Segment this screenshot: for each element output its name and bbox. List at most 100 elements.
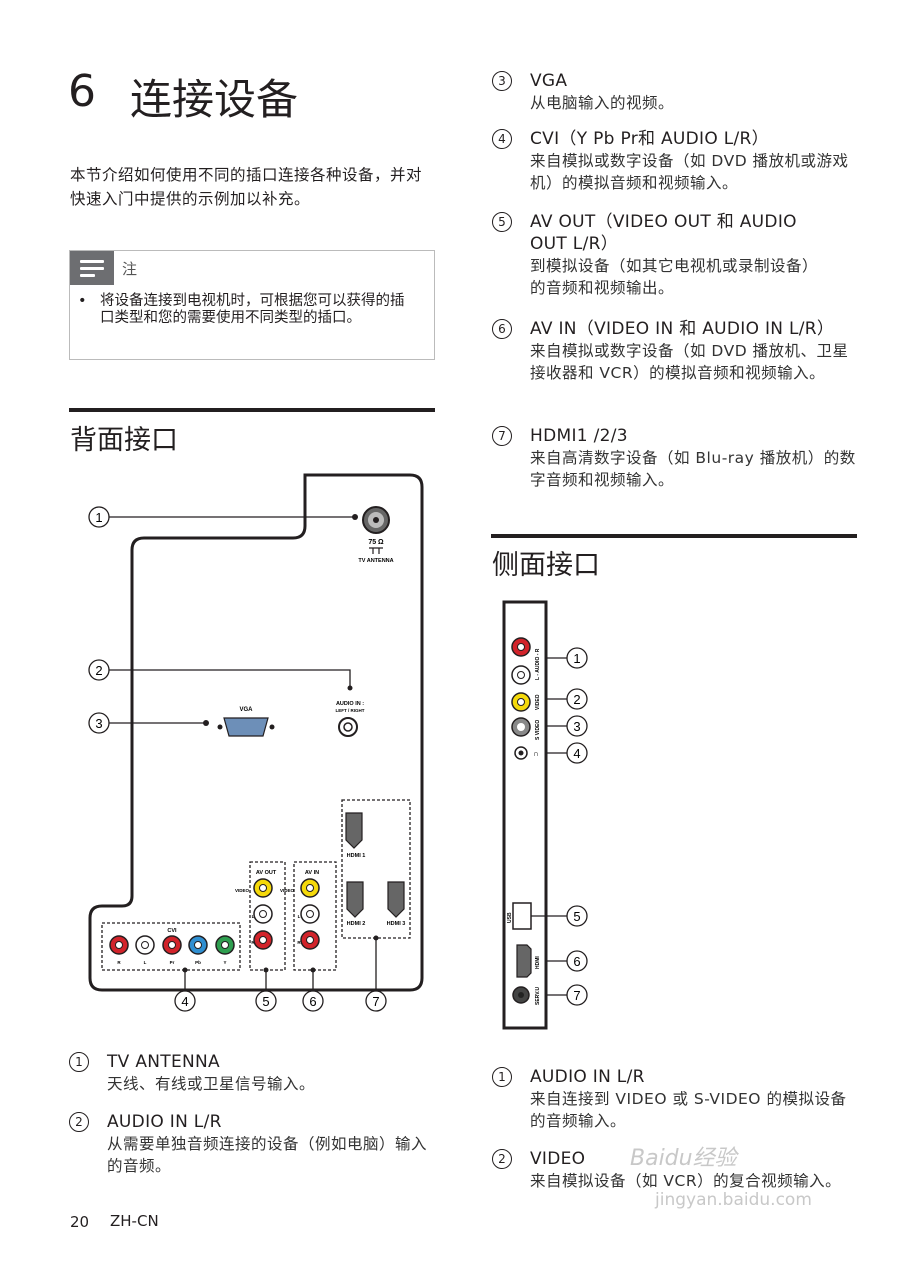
headphone-icon: ∩ <box>533 749 539 758</box>
callout-number: 5 <box>492 212 512 232</box>
svg-text:3: 3 <box>95 716 102 731</box>
side-svideo-label: S VIDEO <box>535 720 541 740</box>
svg-text:4: 4 <box>181 994 188 1009</box>
svg-text:L: L <box>252 914 255 919</box>
side-panel-diagram: L - AUDIO - R VIDEO S VIDEO ∩ USB HDMI S… <box>502 600 588 1030</box>
svg-text:HDMI 2: HDMI 2 <box>347 921 366 927</box>
section-rule <box>69 408 435 412</box>
callout-number: 6 <box>492 319 512 339</box>
side-callout-7 <box>566 984 588 1006</box>
callout-number: 3 <box>492 71 512 91</box>
side-callout-4 <box>566 742 588 764</box>
bullet-icon: • <box>78 293 87 309</box>
callout-number: 2 <box>69 1112 89 1132</box>
rear-item-7: 7 HDMI1 /2/3 来自高清数字设备（如 Blu-ray 播放机）的数字音… <box>492 425 862 491</box>
svg-text:L: L <box>144 960 147 965</box>
rear-item-2: 2 AUDIO IN L/R 从需要单独音频连接的设备（例如电脑）输入的音频。 <box>69 1111 429 1177</box>
hdmi3-port <box>387 881 405 918</box>
item-heading: AUDIO IN L/R <box>107 1112 222 1132</box>
rear-callout-4 <box>174 990 196 1012</box>
cvi-group <box>101 922 241 971</box>
page-number: 20 <box>70 1213 90 1231</box>
svg-text:AV OUT: AV OUT <box>256 870 277 876</box>
svg-text:L: L <box>298 914 301 919</box>
callout-number: 4 <box>492 129 512 149</box>
svg-text:6: 6 <box>573 954 580 969</box>
callout-number: 7 <box>492 426 512 446</box>
side-hdmi-port <box>516 944 532 978</box>
side-callout-2 <box>566 688 588 710</box>
side-callout-3 <box>566 715 588 737</box>
item-description: 来自模拟设备（如 VCR）的复合视频输入。 <box>530 1172 842 1190</box>
svg-text:6: 6 <box>309 994 316 1009</box>
hdmi2-port <box>346 881 364 918</box>
audio-in-lr-label: LEFT / RIGHT <box>336 708 365 713</box>
svg-text:VIDEO: VIDEO <box>280 888 295 893</box>
svg-text:1: 1 <box>573 651 580 666</box>
svg-text:Pr: Pr <box>170 960 175 965</box>
item-description: 从电脑输入的视频。 <box>530 94 675 112</box>
rear-panel-diagram: 75 Ω TV ANTENNA 1 AUDIO IN : LEFT / RIGH… <box>88 473 424 1012</box>
hdmi1-port <box>345 812 363 849</box>
note-text: 将设备连接到电视机时，可根据您可以获得的插口类型和您的需要使用不同类型的插口。 <box>100 293 405 326</box>
svg-text:3: 3 <box>573 719 580 734</box>
svg-text:7: 7 <box>372 994 379 1009</box>
rear-callout-5 <box>255 990 277 1012</box>
svg-text:R: R <box>251 940 255 945</box>
rear-callout-7 <box>365 990 387 1012</box>
chapter-number: 6 <box>68 66 96 117</box>
svg-text:AV IN: AV IN <box>305 870 319 876</box>
svg-text:R: R <box>117 960 121 965</box>
svg-text:CVI: CVI <box>167 928 177 934</box>
antenna-label: TV ANTENNA <box>358 558 393 564</box>
note-box: 注 • 将设备连接到电视机时，可根据您可以获得的插口类型和您的需要使用不同类型的… <box>69 250 435 360</box>
item-heading: TV ANTENNA <box>107 1052 220 1072</box>
svg-text:R: R <box>297 940 301 945</box>
rear-section-title: 背面接口 <box>70 425 178 456</box>
callout-number: 1 <box>492 1067 512 1087</box>
item-description: 从需要单独音频连接的设备（例如电脑）输入的音频。 <box>107 1135 428 1175</box>
side-audio-label: L - AUDIO - R <box>535 648 541 680</box>
item-description: 来自高清数字设备（如 Blu-ray 播放机）的数字音频和视频输入。 <box>530 449 856 489</box>
item-heading: VIDEO <box>530 1149 586 1169</box>
side-section-title: 侧面接口 <box>492 550 600 581</box>
item-description: 来自连接到 VIDEO 或 S-VIDEO 的模拟设备的音频输入。 <box>530 1090 847 1130</box>
watermark-url: jingyan.baidu.com <box>655 1190 812 1210</box>
chapter-title: 连接设备 <box>130 75 299 124</box>
side-item-2: 2 VIDEO 来自模拟设备（如 VCR）的复合视频输入。 <box>492 1148 852 1192</box>
svg-text:HDMI 1: HDMI 1 <box>347 853 366 859</box>
callout-number: 2 <box>492 1149 512 1169</box>
vga-label: VGA <box>239 707 253 713</box>
item-heading: AV OUT（VIDEO OUT 和 AUDIO OUT L/R） <box>530 212 797 254</box>
usb-port <box>512 902 532 930</box>
rear-item-5: 5 AV OUT（VIDEO OUT 和 AUDIO OUT L/R） 到模拟设… <box>492 211 832 299</box>
item-heading: CVI（Y Pb Pr和 AUDIO L/R） <box>530 129 769 149</box>
item-description: 来自模拟或数字设备（如 DVD 播放机或游戏机）的模拟音频和视频输入。 <box>530 152 849 192</box>
note-icon <box>70 251 114 285</box>
callout-number: 1 <box>69 1052 89 1072</box>
antenna-ohm-label: 75 Ω <box>368 539 384 546</box>
svg-text:Pb: Pb <box>195 960 201 965</box>
rear-item-6: 6 AV IN（VIDEO IN 和 AUDIO IN L/R） 来自模拟或数字… <box>492 318 862 384</box>
rear-item-4: 4 CVI（Y Pb Pr和 AUDIO L/R） 来自模拟或数字设备（如 DV… <box>492 128 862 194</box>
side-item-1: 1 AUDIO IN L/R 来自连接到 VIDEO 或 S-VIDEO 的模拟… <box>492 1066 852 1132</box>
side-callout-1 <box>566 647 588 669</box>
item-description: 天线、有线或卫星信号输入。 <box>107 1075 316 1093</box>
svg-text:1: 1 <box>95 510 102 525</box>
item-heading: HDMI1 /2/3 <box>530 426 628 446</box>
svg-text:5: 5 <box>573 909 580 924</box>
rear-callout-6 <box>302 990 324 1012</box>
side-hdmi-label: HDMI <box>535 956 541 969</box>
language-code: ZH-CN <box>110 1212 159 1230</box>
serv-label: SERV.U <box>535 987 541 1005</box>
note-body: • 将设备连接到电视机时，可根据您可以获得的插口类型和您的需要使用不同类型的插口… <box>78 293 418 327</box>
vga-connector <box>223 717 269 737</box>
usb-label: USB <box>507 912 513 923</box>
svg-text:HDMI 3: HDMI 3 <box>387 921 406 927</box>
rear-item-3: 3 VGA 从电脑输入的视频。 <box>492 70 862 114</box>
item-heading: AUDIO IN L/R <box>530 1067 645 1087</box>
item-description: 到模拟设备（如其它电视机或录制设备）的音频和视频输出。 <box>530 257 819 297</box>
side-callout-5 <box>566 905 588 927</box>
side-callout-6 <box>566 950 588 972</box>
rear-item-1: 1 TV ANTENNA 天线、有线或卫星信号输入。 <box>69 1051 429 1095</box>
